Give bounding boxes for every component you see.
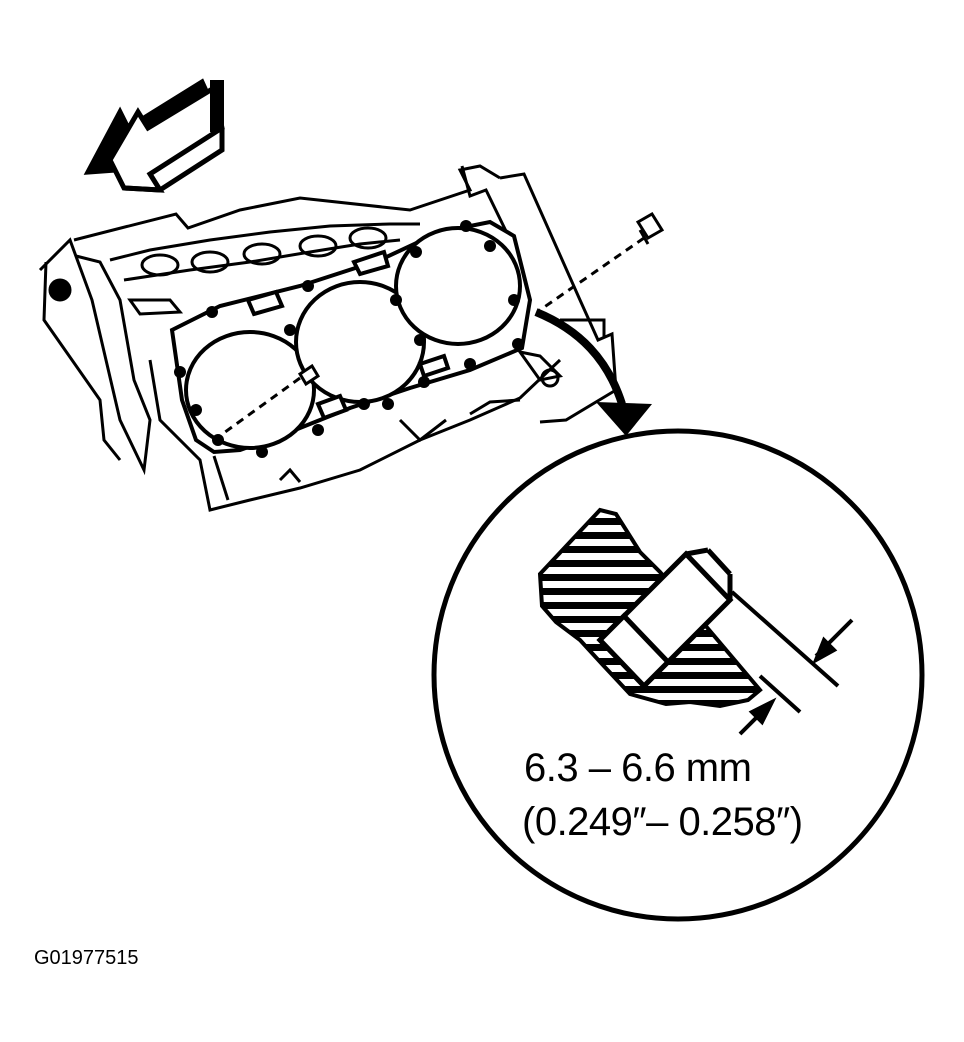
figure-id-label: G01977515 <box>34 947 139 969</box>
callout-arrow-icon <box>534 308 652 436</box>
cylinder-bore-3 <box>394 226 522 346</box>
engine-block <box>38 164 618 512</box>
dimension-lines <box>730 590 854 736</box>
head-gasket <box>169 219 533 458</box>
dowel-pin-front <box>213 363 321 442</box>
front-direction-arrow-icon <box>83 78 225 193</box>
dimension-imperial-label: (0.249″– 0.258″) <box>522 800 803 844</box>
dowel-pin-rear <box>539 211 665 312</box>
cylinder-bore-1 <box>184 330 316 450</box>
dowel-pin-section <box>596 547 734 690</box>
dimension-metric-label: 6.3 – 6.6 mm <box>524 746 752 790</box>
detail-view <box>431 428 925 922</box>
